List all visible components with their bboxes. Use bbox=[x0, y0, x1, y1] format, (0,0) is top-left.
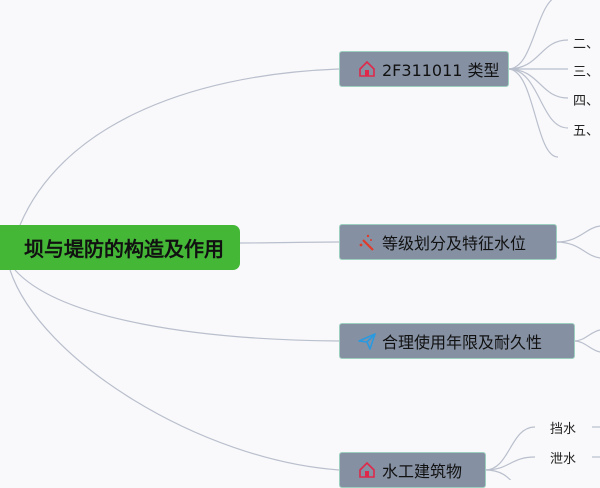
magic-wand-icon bbox=[359, 234, 374, 251]
leaf-node[interactable]: 四、 bbox=[573, 94, 600, 109]
branch-label: 合理使用年限及耐久性 bbox=[382, 333, 543, 352]
branch-label: 等级划分及特征水位 bbox=[382, 234, 527, 253]
branch-hydraulic-structures[interactable]: 水工建筑物 bbox=[339, 452, 486, 488]
branch-types[interactable]: 2F311011 类型 bbox=[339, 51, 509, 87]
branch-label: 水工建筑物 bbox=[382, 462, 463, 481]
branch-service-life[interactable]: 合理使用年限及耐久性 bbox=[339, 323, 575, 359]
leaf-node[interactable]: 三、 bbox=[573, 65, 600, 80]
house-icon bbox=[359, 461, 375, 478]
root-label: 坝与堤防的构造及作用 bbox=[24, 237, 224, 261]
paper-plane-icon bbox=[358, 333, 376, 350]
leaf-node[interactable]: 泄水 bbox=[550, 452, 577, 467]
leaf-node[interactable]: 二、 bbox=[573, 37, 600, 52]
leaf-node[interactable]: 挡水 bbox=[550, 422, 577, 437]
branch-label: 2F311011 类型 bbox=[382, 61, 500, 80]
leaf-node[interactable]: 五、 bbox=[573, 124, 600, 139]
branch-grading[interactable]: 等级划分及特征水位 bbox=[339, 224, 557, 260]
root-node[interactable]: 坝与堤防的构造及作用 bbox=[0, 225, 240, 270]
house-icon bbox=[359, 60, 375, 77]
